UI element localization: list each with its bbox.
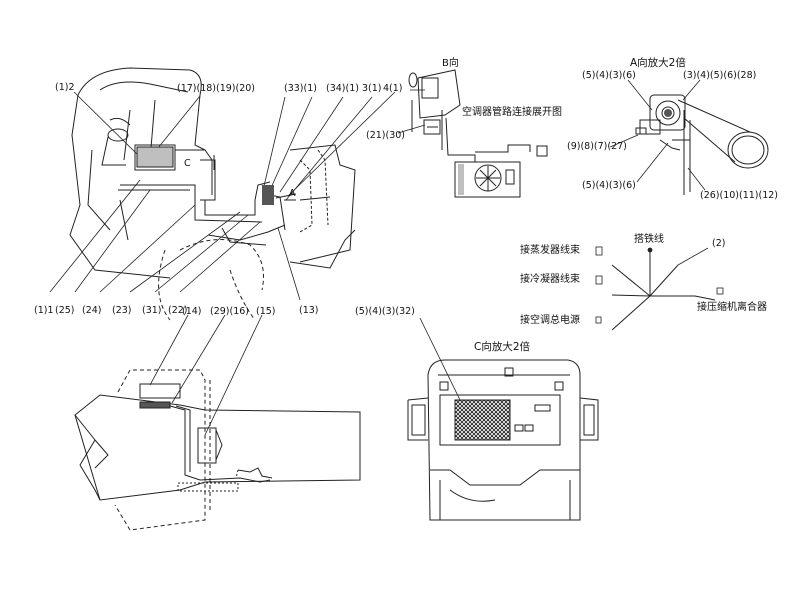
mark-a: A <box>289 188 296 199</box>
c-view-title: C向放大2倍 <box>474 341 531 353</box>
label-17-18-19-20: (17)(18)(19)(20) <box>177 83 256 94</box>
label-4-1: 4(1) <box>383 83 403 94</box>
label-33-1: (33)(1) <box>284 83 317 94</box>
wiring-connectors[interactable] <box>595 246 724 324</box>
a-label-26-10-11-12: (26)(10)(11)(12) <box>700 190 779 201</box>
cab-top-view <box>74 369 361 531</box>
a-label-9-8-7-27: (9)(8)(7)(27) <box>567 141 627 152</box>
dash-module <box>136 146 174 168</box>
mark-c: C <box>184 158 191 169</box>
label-13: (13) <box>299 305 319 316</box>
harness-bundle <box>262 185 274 205</box>
wire-clutch-label: 接压缩机离合器 <box>697 302 767 313</box>
ac-pipe-title: 空调器管路连接展开图 <box>462 107 562 118</box>
wire-2-label: (2) <box>712 238 726 249</box>
label-14: (14) <box>182 306 202 317</box>
lower-leaders <box>149 314 263 436</box>
label-21-30: (21)(30) <box>366 130 406 141</box>
wire-ground-label: 搭铁线 <box>634 234 664 245</box>
b-view-label: B向 <box>442 58 459 69</box>
cab-side-view <box>69 67 356 321</box>
a-label-5-4-3-6-bottom: (5)(4)(3)(6) <box>582 180 636 191</box>
top-leader-lines <box>49 91 396 301</box>
label-15: (15) <box>256 306 276 317</box>
label-25: (25) <box>55 305 75 316</box>
label-1-2: (1)2 <box>55 82 75 93</box>
b-view-leader <box>397 89 426 134</box>
label-34-1-3-1: (34)(1) 3(1) <box>326 83 382 94</box>
compressor-pulley <box>664 109 672 117</box>
label-29-16: (29)(16) <box>210 306 250 317</box>
a-view-leaders <box>609 79 706 191</box>
wire-power-label: 接空调总电源 <box>520 315 580 326</box>
wiring-harness <box>611 247 716 331</box>
wire-evaporator-label: 接蒸发器线束 <box>520 245 580 256</box>
c-view-leader <box>419 317 461 401</box>
label-31: (31) <box>142 305 162 316</box>
b-view-unit <box>408 69 548 198</box>
a-view-compressor <box>635 94 769 195</box>
wire-condenser-label: 接冷凝器线束 <box>520 274 580 285</box>
label-23: (23) <box>112 305 132 316</box>
c-label-5-4-3-32: (5)(4)(3)(32) <box>355 306 415 317</box>
label-1-1: (1)1 <box>34 305 54 316</box>
a-label-5-4-3-6-top: (5)(4)(3)(6) <box>582 70 636 81</box>
a-view-title: A向放大2倍 <box>630 57 686 69</box>
c-view-grille <box>454 399 511 441</box>
a-label-3-4-5-6-28: (3)(4)(5)(6)(28) <box>683 70 757 81</box>
b-view-fan-box <box>458 164 464 195</box>
label-24: (24) <box>82 305 102 316</box>
label-22: (22) <box>168 305 188 316</box>
